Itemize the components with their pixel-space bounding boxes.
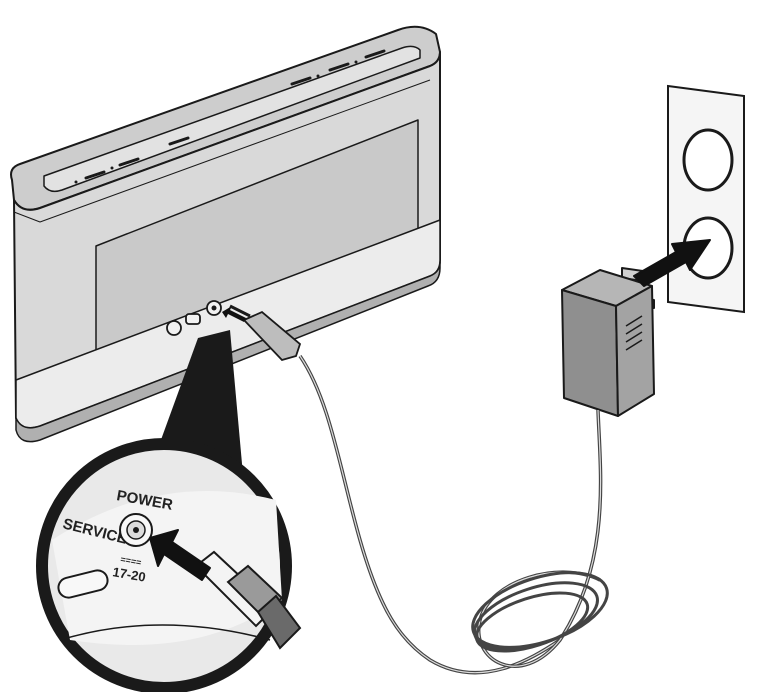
voltage-symbol: ==== [120, 554, 142, 568]
speaker-bottom-trim [15, 261, 441, 443]
port-service [166, 320, 182, 336]
button-volume-down [290, 76, 312, 86]
speaker-ports [166, 300, 222, 336]
button-multi [364, 49, 386, 59]
dc-plug-body [242, 310, 302, 362]
button-power [84, 170, 106, 180]
speaker-buttons [84, 49, 386, 180]
power-cable [298, 355, 561, 675]
button-aux [168, 136, 190, 146]
speaker-edge-line [13, 79, 431, 223]
speaker [10, 25, 441, 443]
power-adapter [471, 267, 655, 668]
dc-plug-magnified [194, 550, 302, 650]
adapter-cable [476, 409, 603, 668]
speaker-control-panel [43, 45, 421, 193]
button-volume-up [328, 62, 350, 72]
power-jack-magnified [119, 513, 153, 547]
service-port [57, 569, 109, 599]
voltage-label: 17-20 [111, 564, 146, 585]
outlet-insert-arrow [633, 239, 711, 287]
adapter-vents [625, 315, 643, 351]
magnifier-callout: SERVICE POWER ==== 17-20 [36, 330, 302, 692]
port-usb [185, 313, 201, 325]
speaker-button-dots [74, 60, 358, 184]
wall-outlet [667, 84, 745, 314]
button-bluetooth [118, 157, 140, 167]
plug-arrow-large [149, 529, 211, 581]
outlet-socket-top [682, 128, 734, 192]
cable-coil [471, 571, 609, 653]
plug-arrow-small [222, 306, 246, 322]
dc-plug [229, 304, 561, 675]
